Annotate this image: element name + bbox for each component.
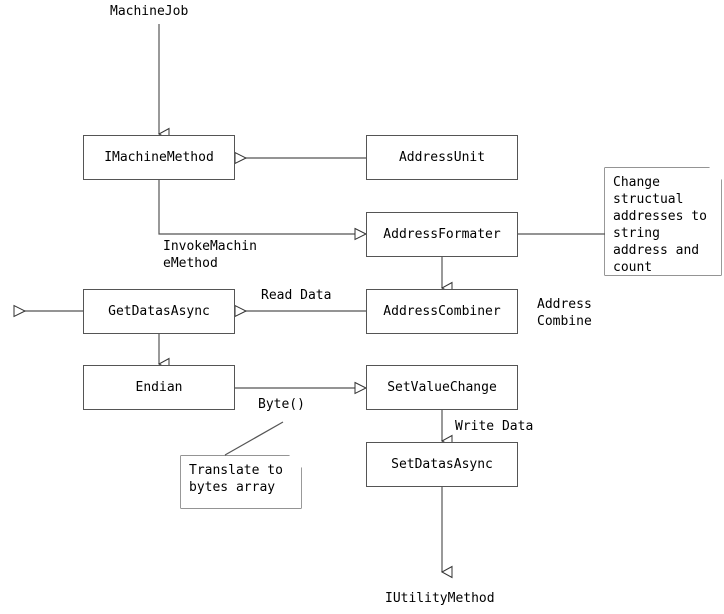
node-label: AddressCombiner: [383, 304, 501, 319]
edge-note-translate-leader: [224, 421, 284, 456]
node-addressunit[interactable]: AddressUnit: [366, 135, 518, 180]
note-address-text: Change structual addresses to string add…: [613, 175, 707, 275]
end-label-iutilitymethod: IUtilityMethod: [385, 591, 495, 606]
node-endian[interactable]: Endian: [83, 365, 235, 410]
node-label: Endian: [135, 380, 183, 395]
note-address: Change structual addresses to string add…: [605, 168, 721, 275]
node-label: AddressFormater: [383, 227, 501, 242]
edge-label-invoke-machine-method: InvokeMachin eMethod: [163, 239, 257, 271]
node-label: SetDatasAsync: [391, 457, 493, 472]
node-label: AddressUnit: [398, 150, 486, 165]
node-addresscombiner[interactable]: AddressCombiner: [366, 289, 518, 334]
edge-label-address-combine: Address Combine: [537, 297, 592, 329]
edge-label-read-data: Read Data: [261, 288, 332, 303]
node-getdatasasync[interactable]: GetDatasAsync: [83, 289, 235, 334]
edge-imachinemethod-to-addressformater: [158, 180, 368, 241]
node-setvaluechange[interactable]: SetValueChange: [366, 365, 518, 410]
edge-label-write-data: Write Data: [455, 419, 534, 434]
node-addressformater[interactable]: AddressFormater: [366, 212, 518, 257]
node-label: IMachineMethod: [104, 150, 214, 165]
node-label: SetValueChange: [387, 380, 497, 395]
start-label-machinejob: MachineJob: [110, 4, 189, 19]
note-translate: Translate to bytes array: [181, 456, 301, 508]
node-setdatasasync[interactable]: SetDatasAsync: [366, 442, 518, 487]
node-imachinemethod[interactable]: IMachineMethod: [83, 135, 235, 180]
note-translate-text: Translate to bytes array: [189, 463, 283, 495]
node-label: GetDatasAsync: [108, 304, 210, 319]
edge-label-byte-array: Byte(): [258, 397, 305, 412]
